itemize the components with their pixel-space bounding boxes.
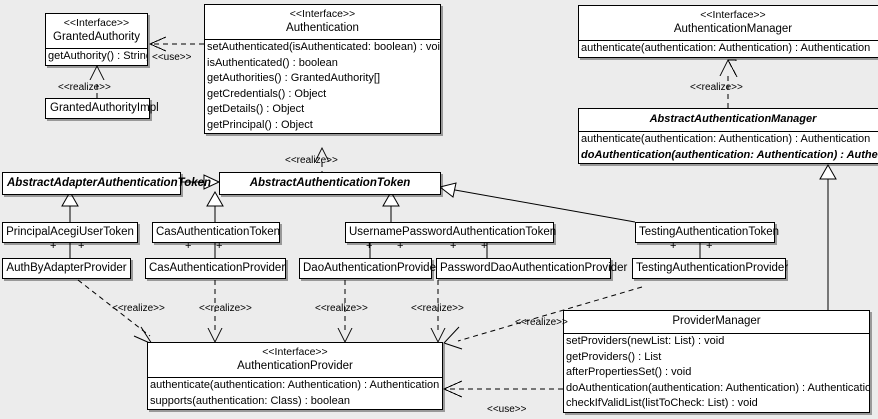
class-members: setProviders(newList: List) : void getPr…: [564, 334, 869, 412]
method-authenticate: authenticate(authentication: Authenticat…: [581, 42, 871, 54]
relationship-label-use-authentication: <<use>>: [152, 52, 192, 63]
multiplicity-casauthenticationtoken: +: [185, 240, 192, 252]
class-name: Authentication: [286, 22, 359, 34]
method-getdetails: getDetails() : Object: [207, 103, 305, 115]
class-members: authenticate(authentication: Authenticat…: [148, 378, 442, 409]
method-checkifvalidlist: checkIfValidList(listToCheck: List) : vo…: [566, 397, 758, 409]
class-name: AbstractAuthenticationToken: [249, 177, 411, 189]
class-members: authenticate(authentication: Authenticat…: [579, 132, 878, 163]
class-abstract-adapter-authentication-token[interactable]: AbstractAdapterAuthenticationToken: [2, 172, 212, 195]
class-name: ProviderManager: [672, 315, 761, 327]
method-supports: supports(authentication: Class) : boolea…: [150, 394, 350, 407]
class-dao-authentication-provider[interactable]: DaoAuthenticationProvider: [299, 258, 440, 279]
multiplicity-testingauthenticationprovider: +: [706, 240, 713, 252]
class-cas-authentication-token[interactable]: CasAuthenticationToken: [152, 222, 280, 243]
class-name: UsernamePasswordAuthenticationToken: [349, 226, 557, 238]
class-testing-authentication-token[interactable]: TestingAuthenticationToken: [635, 222, 780, 243]
multiplicity-usernamepasswordtoken-passworddao: +: [450, 240, 457, 252]
relationship-label-realize-daoauthenticationprovider: <<realize>>: [315, 303, 368, 314]
method-isauthenticated: isAuthenticated() : boolean: [207, 56, 338, 69]
method-doauthentication: doAuthentication(authentication: Authent…: [566, 381, 869, 394]
multiplicity-passworddaoauthenticationprovider: +: [481, 240, 488, 252]
relationship-label-realize-testingauthenticationprovider: <<realize>>: [515, 317, 568, 328]
class-name: AuthenticationProvider: [237, 360, 353, 372]
class-authentication-manager[interactable]: <<Interface>> AuthenticationManager auth…: [578, 5, 878, 58]
class-cas-authentication-provider[interactable]: CasAuthenticationProvider: [145, 258, 286, 279]
class-name: AuthenticationManager: [673, 23, 793, 35]
class-testing-authentication-provider[interactable]: TestingAuthenticationProvider: [632, 258, 789, 279]
class-stereotype: <<Interface>>: [700, 9, 766, 21]
method-getproviders: getProviders() : List: [566, 350, 662, 363]
relationship-label-realize-grantedauthorityimpl: <<realize>>: [58, 82, 111, 93]
method-setauthenticated: setAuthenticated(isAuthenticated: boolea…: [207, 41, 440, 53]
method-getauthorities: getAuthorities() : GrantedAuthority[]: [207, 72, 381, 84]
multiplicity-authbyadapterprovider: +: [78, 240, 85, 252]
class-members: setAuthenticated(isAuthenticated: boolea…: [205, 40, 440, 133]
method-getprincipal: getPrincipal() : Object: [207, 118, 313, 131]
class-provider-manager[interactable]: ProviderManager setProviders(newList: Li…: [563, 310, 870, 413]
class-authentication-provider[interactable]: <<Interface>> AuthenticationProvider aut…: [147, 342, 443, 410]
method-setproviders: setProviders(newList: List) : void: [566, 335, 725, 347]
class-name: TestingAuthenticationToken: [639, 226, 780, 238]
class-name: PrincipalAcegiUserToken: [6, 226, 134, 238]
method-authenticate: authenticate(authentication: Authenticat…: [150, 379, 440, 391]
relationship-label-realize-abstractauthenticationtoken: <<realize>>: [285, 155, 338, 166]
class-abstract-authentication-token[interactable]: AbstractAuthenticationToken: [219, 172, 441, 195]
class-name: AbstractAdapterAuthenticationToken: [7, 177, 212, 189]
method-getauthority: getAuthority() : String: [48, 50, 147, 62]
multiplicity-principalacegiusertoken: +: [50, 240, 57, 252]
relationship-label-realize-casauthenticationprovider: <<realize>>: [199, 303, 252, 314]
class-name: AbstractAuthenticationManager: [649, 113, 817, 125]
class-granted-authority-impl[interactable]: GrantedAuthorityImpl: [45, 98, 159, 119]
class-name: TestingAuthenticationProvider: [636, 262, 789, 274]
class-name: GrantedAuthorityImpl: [50, 102, 159, 114]
class-name: CasAuthenticationToken: [156, 226, 281, 238]
class-abstract-authentication-manager[interactable]: AbstractAuthenticationManager authentica…: [578, 108, 878, 164]
relationship-label-use-providermanager: <<use>>: [487, 404, 527, 415]
class-members: authenticate(authentication: Authenticat…: [579, 41, 878, 57]
relationship-label-realize-passworddaoauthenticationprovider: <<realize>>: [411, 303, 464, 314]
method-doauthentication: doAuthentication(authentication: Authent…: [581, 148, 878, 161]
method-authenticate: authenticate(authentication: Authenticat…: [581, 133, 871, 145]
class-authentication[interactable]: <<Interface>> Authentication setAuthenti…: [204, 4, 441, 134]
multiplicity-usernamepasswordtoken-dao: +: [366, 240, 373, 252]
class-stereotype: <<Interface>>: [262, 346, 328, 358]
class-password-dao-authentication-provider[interactable]: PasswordDaoAuthenticationProvider: [436, 258, 628, 279]
multiplicity-casauthenticationprovider: +: [216, 240, 223, 252]
class-granted-authority[interactable]: <<Interface>> GrantedAuthority getAuthor…: [45, 13, 148, 66]
relationship-label-realize-authbyadapterprovider: <<realize>>: [112, 303, 165, 314]
class-stereotype: <<Interface>>: [289, 8, 356, 20]
relationship-label-realize-abstractauthenticationmanager: <<realize>>: [690, 82, 743, 93]
class-name: GrantedAuthority: [53, 31, 140, 43]
method-getcredentials: getCredentials() : Object: [207, 87, 327, 100]
class-name: AuthByAdapterProvider: [6, 262, 127, 274]
class-members: getAuthority() : String: [46, 49, 147, 65]
method-afterpropertiesset: afterPropertiesSet() : void: [566, 366, 692, 378]
class-username-password-authentication-token[interactable]: UsernamePasswordAuthenticationToken: [345, 222, 557, 243]
class-auth-by-adapter-provider[interactable]: AuthByAdapterProvider: [2, 258, 131, 279]
class-principal-acegi-user-token[interactable]: PrincipalAcegiUserToken: [2, 222, 138, 243]
class-name: DaoAuthenticationProvider: [303, 262, 440, 274]
multiplicity-daoauthenticationprovider: +: [397, 240, 404, 252]
class-stereotype: <<Interface>>: [63, 17, 130, 29]
multiplicity-testingauthenticationtoken: +: [670, 240, 677, 252]
class-name: CasAuthenticationProvider: [149, 262, 286, 274]
class-name: PasswordDaoAuthenticationProvider: [440, 262, 628, 274]
